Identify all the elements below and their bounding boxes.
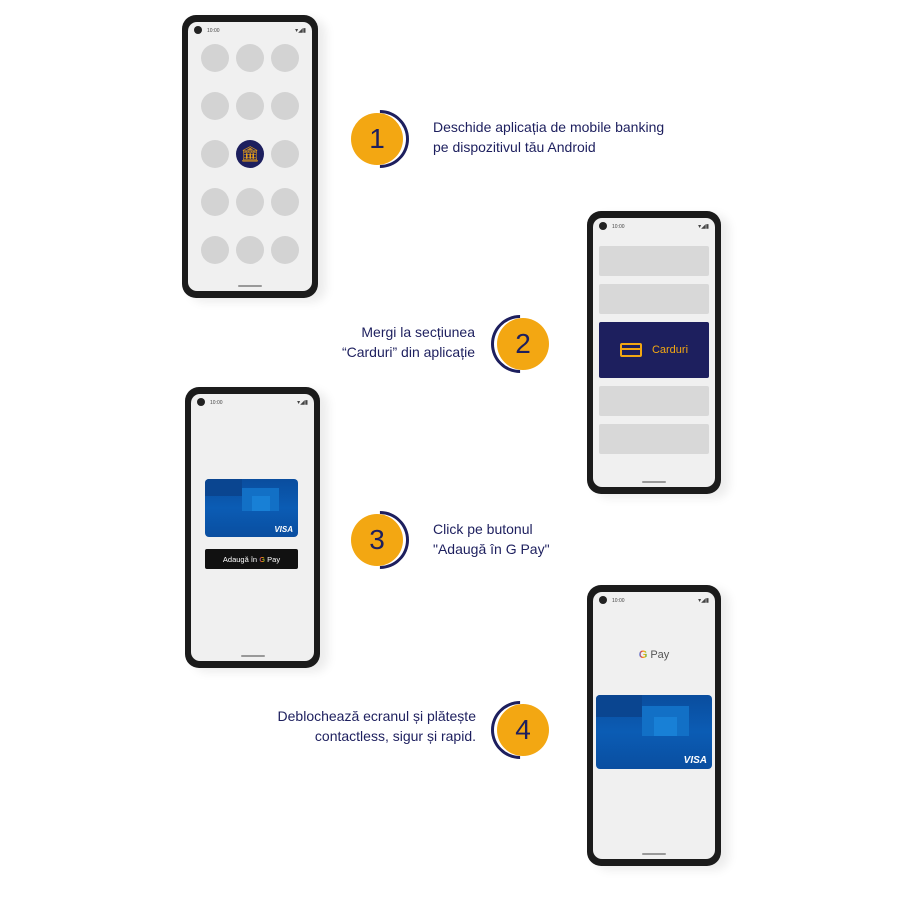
- step-3-text: Click pe butonul "Adaugă în G Pay": [433, 519, 550, 559]
- step-badge-3: 3: [351, 514, 403, 566]
- text-line: Click pe butonul: [433, 521, 533, 537]
- phone-screen: 10:00 ▾◢▮ G Pay VISA: [593, 592, 715, 859]
- text-line: Deblochează ecranul și plătește: [277, 708, 476, 724]
- step-1-text: Deschide aplicația de mobile banking pe d…: [433, 117, 664, 157]
- status-time: 10:00: [612, 598, 625, 604]
- button-text: Adaugă în: [222, 554, 258, 564]
- cards-menu-item[interactable]: Carduri: [599, 322, 709, 378]
- app-icon[interactable]: [201, 140, 229, 168]
- menu-item[interactable]: [599, 386, 709, 416]
- camera-icon: [599, 596, 607, 604]
- status-time: 10:00: [210, 400, 223, 406]
- signal-battery-icon: ▾◢▮: [297, 400, 308, 406]
- visa-card[interactable]: VISA: [596, 695, 712, 769]
- google-g-icon: G: [638, 649, 648, 661]
- status-time: 10:00: [612, 224, 625, 230]
- visa-card[interactable]: VISA: [205, 479, 298, 537]
- app-icon[interactable]: [271, 236, 299, 264]
- status-time: 10:00: [207, 28, 220, 34]
- step-2-text: Mergi la secțiunea “Carduri” din aplicați…: [342, 322, 475, 362]
- status-bar: 10:00 ▾◢▮: [197, 398, 308, 408]
- gpay-header: G Pay: [593, 649, 715, 661]
- phone-screen: 10:00 ▾◢▮ 🏛: [188, 22, 312, 291]
- menu-item[interactable]: [599, 424, 709, 454]
- app-icon[interactable]: [236, 236, 264, 264]
- text-line: “Carduri” din aplicație: [341, 344, 475, 360]
- button-text: Pay: [267, 554, 281, 564]
- signal-battery-icon: ▾◢▮: [295, 28, 306, 34]
- credit-card-icon: [619, 343, 642, 357]
- text-line: Mergi la secțiunea: [361, 324, 475, 340]
- app-icon[interactable]: [271, 92, 299, 120]
- phone-gpay-card: 10:00 ▾◢▮ G Pay VISA: [587, 585, 721, 866]
- app-icon[interactable]: [271, 188, 299, 216]
- menu-item[interactable]: [599, 246, 709, 276]
- status-bar: 10:00 ▾◢▮: [599, 596, 709, 606]
- cards-label: Carduri: [651, 344, 689, 356]
- text-line: Deschide aplicația de mobile banking: [433, 119, 665, 135]
- step-badge-2: 2: [497, 318, 549, 370]
- visa-logo: VISA: [274, 525, 293, 534]
- app-icon[interactable]: [271, 44, 299, 72]
- camera-icon: [197, 398, 205, 406]
- visa-logo: VISA: [683, 755, 707, 766]
- home-indicator[interactable]: [238, 285, 262, 287]
- phone-screen: 10:00 ▾◢▮ Carduri: [593, 218, 715, 487]
- home-indicator[interactable]: [642, 481, 666, 483]
- app-icon[interactable]: [271, 140, 299, 168]
- app-icon[interactable]: [236, 92, 264, 120]
- signal-battery-icon: ▾◢▮: [698, 224, 709, 230]
- text-line: contactless, sigur și rapid.: [314, 728, 476, 744]
- app-icon[interactable]: [236, 44, 264, 72]
- text-line: pe dispozitivul tău Android: [433, 139, 596, 155]
- phone-cards-menu: 10:00 ▾◢▮ Carduri: [587, 211, 721, 494]
- text-line: "Adaugă în G Pay": [433, 541, 550, 557]
- app-icon[interactable]: [236, 188, 264, 216]
- camera-icon: [194, 26, 202, 34]
- phone-app-grid: 10:00 ▾◢▮ 🏛: [182, 15, 318, 298]
- status-bar: 10:00 ▾◢▮: [194, 26, 306, 36]
- app-icon[interactable]: [201, 236, 229, 264]
- step-badge-4: 4: [497, 704, 549, 756]
- app-icon[interactable]: [201, 44, 229, 72]
- pay-label: Pay: [650, 649, 670, 661]
- app-icon[interactable]: [201, 188, 229, 216]
- home-indicator[interactable]: [642, 853, 666, 855]
- signal-battery-icon: ▾◢▮: [698, 598, 709, 604]
- phone-screen: 10:00 ▾◢▮ VISA Adaugă în G Pay: [191, 394, 314, 661]
- home-indicator[interactable]: [240, 655, 265, 657]
- app-grid: 🏛: [201, 44, 299, 264]
- menu-item[interactable]: [599, 284, 709, 314]
- status-bar: 10:00 ▾◢▮: [599, 222, 709, 232]
- step-4-text: Deblochează ecranul și plătește contactle…: [278, 706, 476, 746]
- step-badge-1: 1: [351, 113, 403, 165]
- google-g-icon: G: [259, 554, 266, 564]
- app-icon[interactable]: [201, 92, 229, 120]
- camera-icon: [599, 222, 607, 230]
- add-to-gpay-button[interactable]: Adaugă în G Pay: [205, 549, 298, 569]
- phone-add-to-gpay: 10:00 ▾◢▮ VISA Adaugă în G Pay: [185, 387, 320, 668]
- bank-app-icon[interactable]: 🏛: [236, 140, 264, 168]
